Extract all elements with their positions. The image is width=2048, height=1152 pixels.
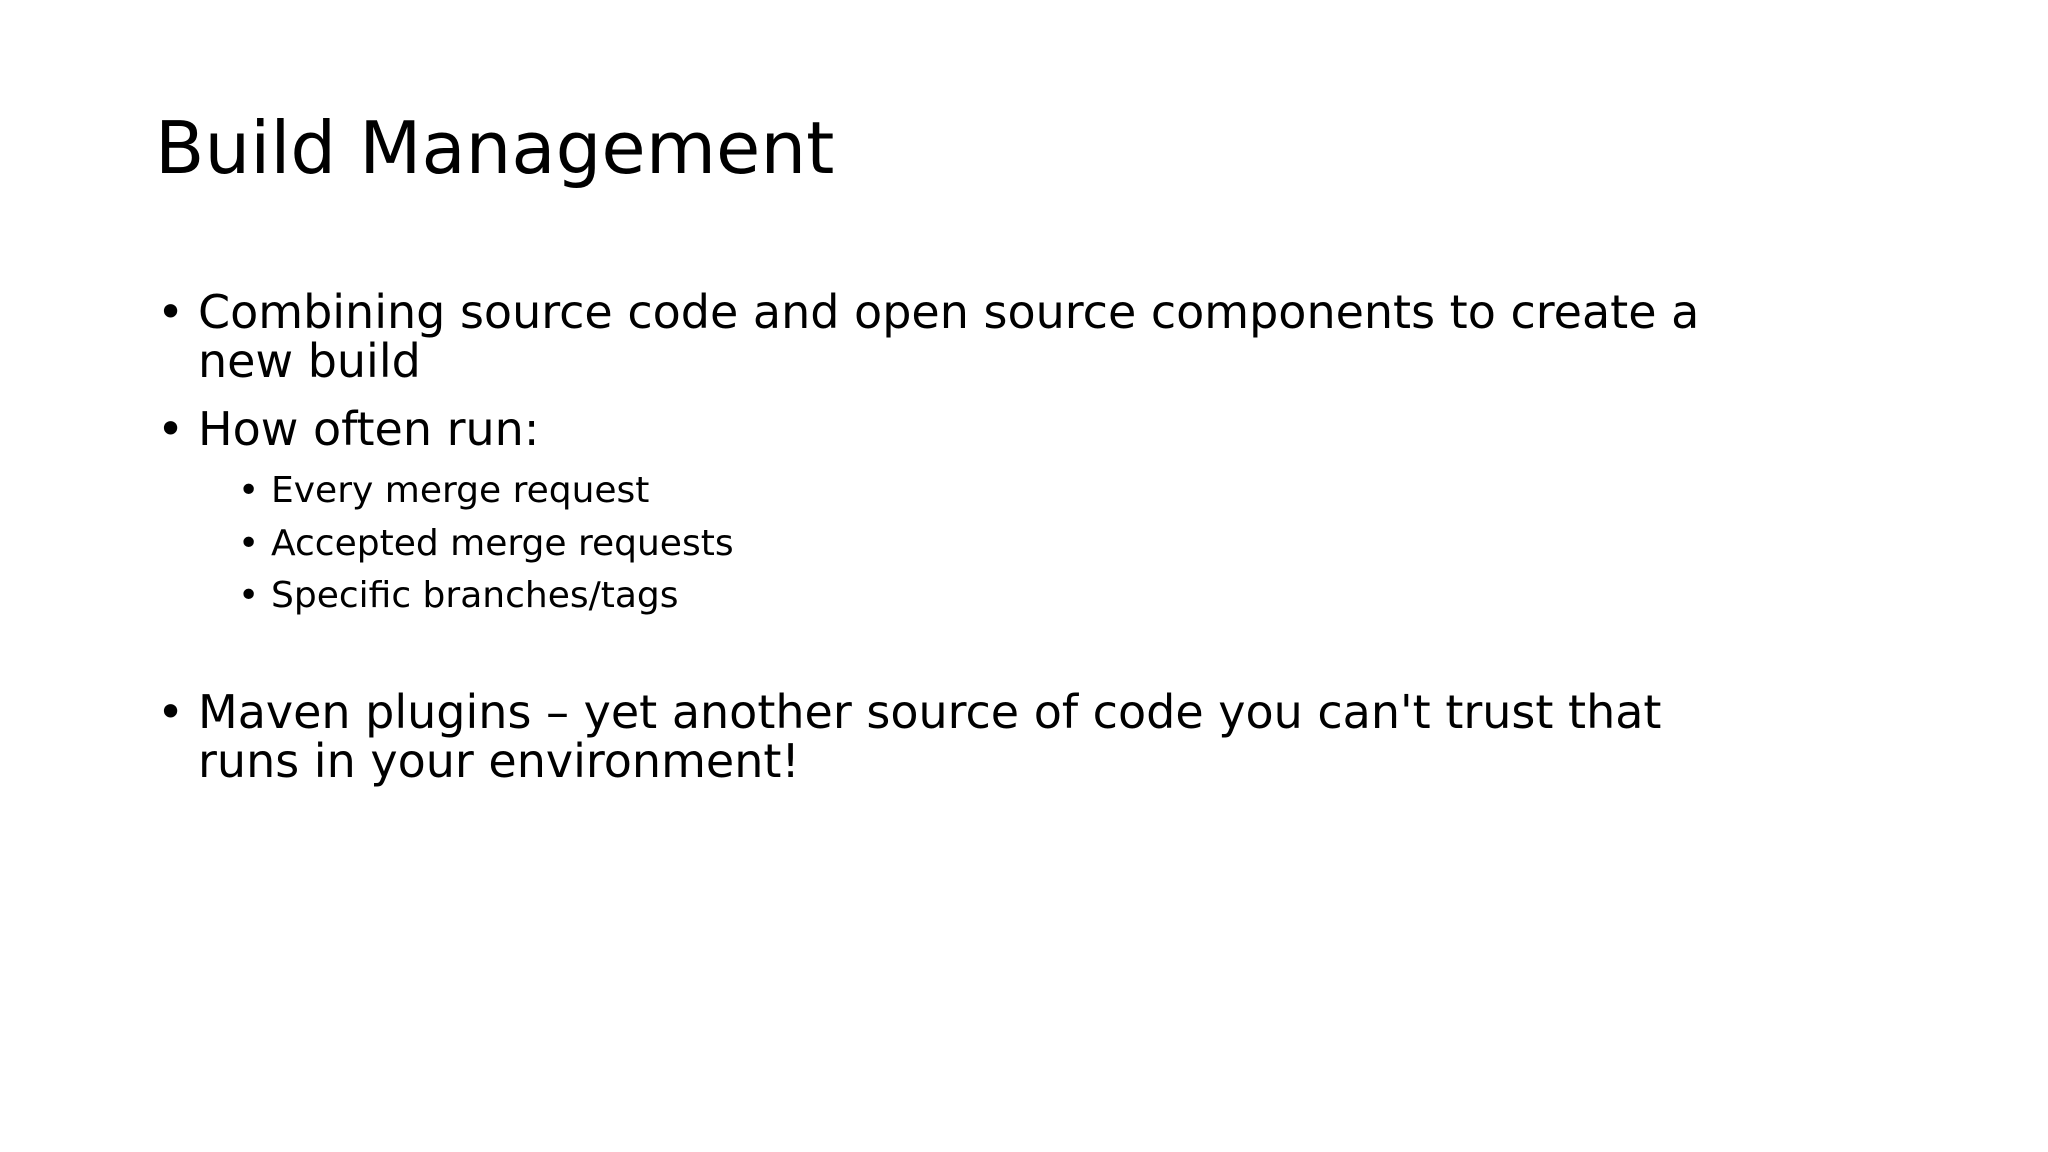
sub-bullet-item: • Specific branches/tags [155,577,1915,616]
bullet-item: • How often run: [155,401,1915,456]
sub-bullet-item: • Every merge request [155,472,1915,511]
bullet-marker-icon: • [238,522,260,564]
slide-body: • Combining source code and open source … [155,288,1915,804]
bullet-item: • Maven plugins – yet another source of … [155,688,1915,786]
bullet-text: Maven plugins – yet another source of co… [198,684,1662,788]
bullet-marker-icon: • [238,575,260,617]
bullet-marker-icon: • [157,401,185,456]
bullet-item: • Combining source code and open source … [155,288,1915,386]
sub-bullet-text: Accepted merge requests [271,522,734,564]
slide-title: Build Management [155,106,835,190]
bullet-marker-icon: • [157,684,185,739]
bullet-marker-icon: • [157,285,185,339]
sub-bullet-group: • Every merge request • Accepted merge r… [155,472,1915,616]
sub-bullet-text: Every merge request [271,470,650,512]
bullet-marker-icon: • [238,470,260,512]
bullet-text: Combining source code and open source co… [198,285,1700,388]
sub-bullet-item: • Accepted merge requests [155,522,1915,564]
bullet-text: How often run: [198,401,540,456]
blank-line-spacer [155,630,1915,688]
sub-bullet-text: Specific branches/tags [271,575,679,617]
